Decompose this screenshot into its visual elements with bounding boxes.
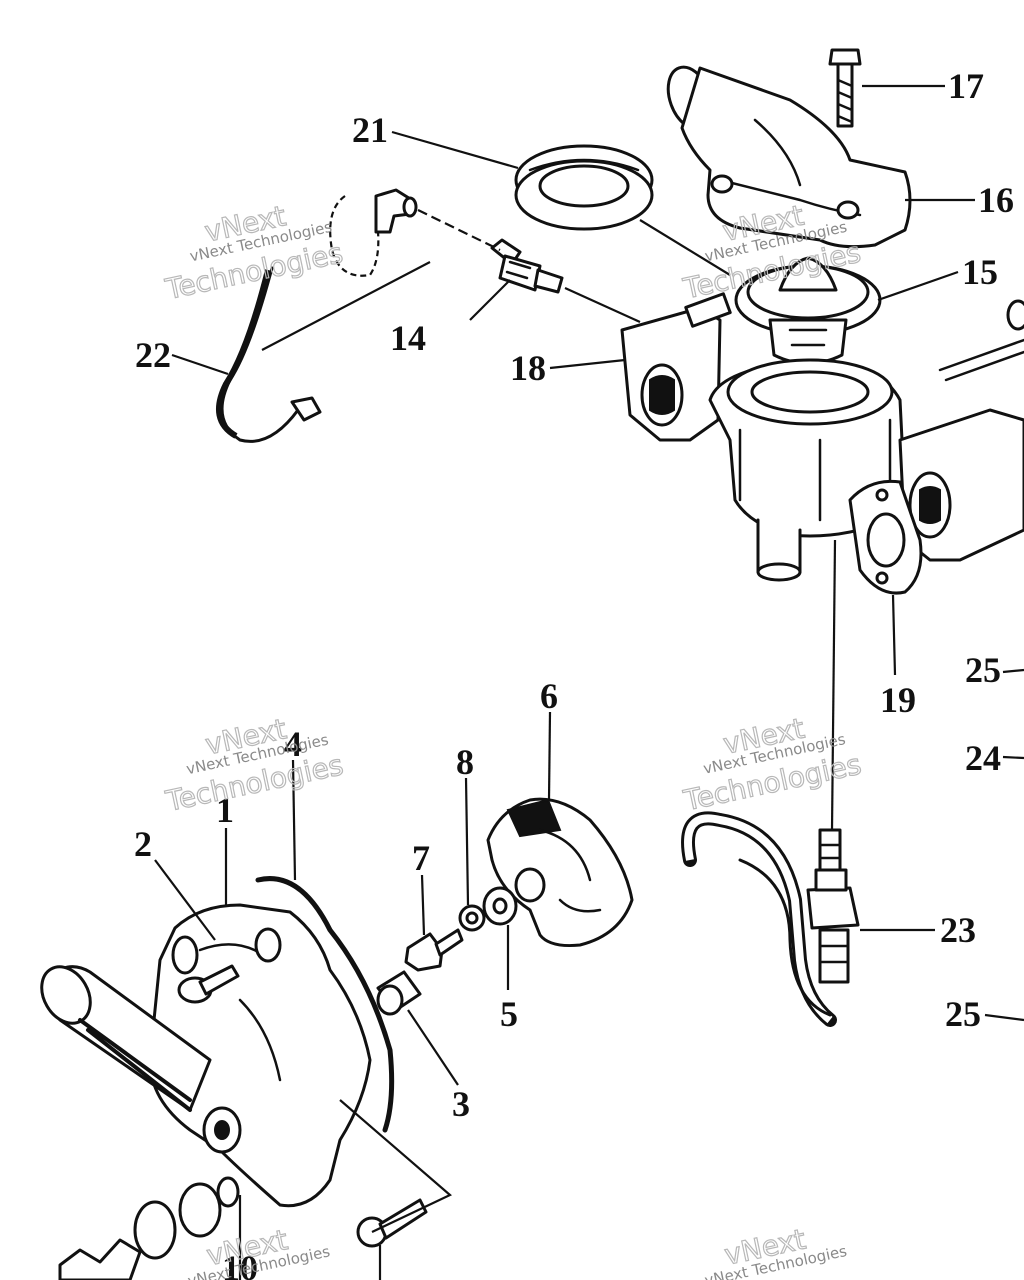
callout-23: 23 — [940, 910, 976, 950]
callout-14: 14 — [390, 318, 426, 358]
callout-24: 24 — [965, 738, 1001, 778]
part-7-bolt — [404, 928, 464, 972]
callout-7: 7 — [412, 838, 430, 878]
callout-6: 6 — [540, 676, 558, 716]
part-5-washer — [482, 886, 518, 926]
callout-8: 8 — [456, 742, 474, 782]
callout-5: 5 — [500, 994, 518, 1034]
part-23-sensor-hose — [681, 811, 860, 1027]
callout-19: 19 — [880, 680, 916, 720]
callout-17: 17 — [948, 66, 984, 106]
callout-18: 18 — [510, 348, 546, 388]
elbow-fitting — [329, 188, 418, 277]
callout-16: 16 — [978, 180, 1014, 220]
watermark-top-left: vNext vNext Technologies Technologies — [161, 199, 346, 307]
watermark-mid-left: vNext vNext Technologies Technologies — [162, 712, 347, 819]
callout-3: 3 — [452, 1084, 470, 1124]
callout-22: 22 — [135, 335, 171, 375]
pump-inlet-pipe — [40, 965, 212, 1112]
callout-10: 10 — [222, 1248, 258, 1280]
part-10-fittings — [58, 1176, 240, 1280]
leader-lines — [154, 84, 1024, 1086]
callout-labels: 17 16 15 21 14 22 18 19 25 24 23 25 6 8 … — [134, 66, 1014, 1280]
assembly-lines — [238, 209, 837, 1280]
part-2-screw — [177, 964, 240, 1004]
part-21-seal-ring — [514, 144, 654, 231]
callout-25-upper: 25 — [965, 650, 1001, 690]
callout-2: 2 — [134, 824, 152, 864]
watermark-mid-right: vNext vNext Technologies Technologies — [680, 711, 865, 818]
callout-4: 4 — [284, 724, 302, 764]
main-pump-housing — [620, 292, 1024, 582]
part-22-wire — [216, 266, 322, 443]
part-19-gasket — [848, 479, 923, 595]
part-3-spacer — [376, 970, 422, 1016]
part-6-impeller — [486, 797, 634, 947]
callout-1: 1 — [216, 790, 234, 830]
callout-21: 21 — [352, 110, 388, 150]
part-4-gasket — [255, 876, 395, 1133]
part-17-bolt — [828, 48, 862, 128]
callout-25-lower: 25 — [945, 994, 981, 1034]
callout-15: 15 — [962, 252, 998, 292]
watermark-bottom-right: vNext vNext Technologies — [703, 1222, 849, 1280]
part-8-washer — [458, 904, 486, 932]
part-14-sender-unit — [490, 238, 564, 294]
part-16-thermostat-housing — [666, 65, 912, 249]
